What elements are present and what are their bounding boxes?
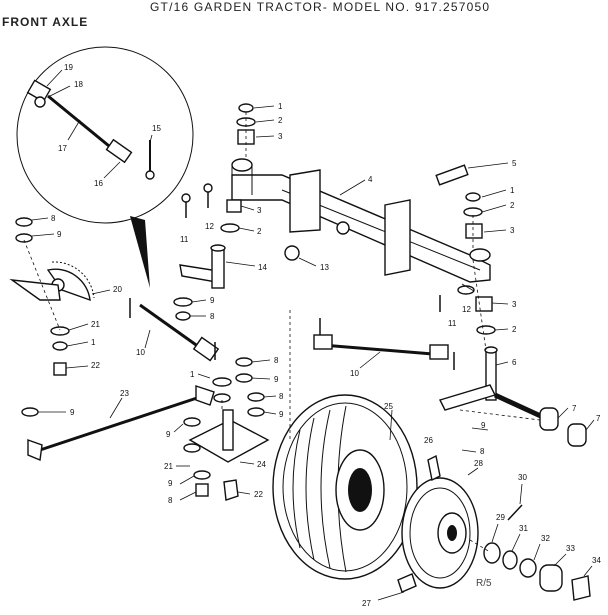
callout-label: 9 — [274, 375, 279, 384]
callout-label: 10 — [350, 369, 359, 378]
callout-label: 30 — [518, 473, 527, 482]
inset-pointer — [130, 216, 150, 288]
callout-label: 9 — [166, 430, 171, 439]
front-tire — [272, 394, 418, 580]
tie-rod-long — [21, 385, 215, 461]
callout-label: 23 — [120, 389, 129, 398]
wheel-rim — [397, 454, 479, 593]
zerk-fitting — [145, 170, 155, 180]
callout-label: 10 — [136, 348, 145, 357]
callout-label: 18 — [74, 80, 83, 89]
callout-label: 7 — [572, 404, 577, 413]
callout-label: 3 — [510, 226, 515, 235]
left-spindle — [179, 244, 226, 289]
bushing-7a — [539, 407, 559, 431]
callout-label: 3 — [257, 206, 262, 215]
callout-label: 1 — [278, 102, 283, 111]
rod-end — [105, 138, 133, 164]
callout-label: 22 — [254, 490, 263, 499]
steering-bracket — [183, 357, 270, 501]
callout-label: 9 — [481, 421, 486, 430]
callout-label: 2 — [512, 325, 517, 334]
callout-label: 12 — [462, 305, 471, 314]
callout-label: 17 — [58, 144, 67, 153]
spindle-hardware-top — [181, 103, 483, 261]
callout-label: 19 — [64, 63, 73, 72]
callout-label: 7 — [596, 414, 601, 423]
section-label: FRONT AXLE — [2, 15, 89, 29]
page-title: GT/16 GARDEN TRACTOR- MODEL NO. 917.2570… — [150, 0, 491, 14]
callout-label: 33 — [566, 544, 575, 553]
callout-label: 13 — [320, 263, 329, 272]
axle-beam — [231, 158, 491, 283]
callout-label: 8 — [51, 214, 56, 223]
callout-label: 11 — [180, 235, 189, 244]
callout-labels: 19 18 15 17 16 1 2 3 5 4 1 2 3 8 — [31, 63, 601, 608]
callout-label: 9 — [279, 410, 284, 419]
callout-label: 1 — [91, 338, 96, 347]
pivot-bolt — [435, 164, 469, 186]
callout-label: 12 — [205, 222, 214, 231]
callout-label: 2 — [510, 201, 515, 210]
callout-label: 3 — [278, 132, 283, 141]
drag-link-left — [129, 297, 220, 362]
callout-label: 28 — [474, 459, 483, 468]
callout-label: 3 — [512, 300, 517, 309]
callout-label: 21 — [164, 462, 173, 471]
right-spindle — [439, 285, 587, 447]
callout-label: 15 — [152, 124, 161, 133]
callout-label: 32 — [541, 534, 550, 543]
callout-label: 9 — [70, 408, 75, 417]
callout-label: 34 — [592, 556, 601, 565]
callout-label: 24 — [257, 460, 266, 469]
hub-parts — [483, 504, 591, 601]
callout-label: 8 — [274, 356, 279, 365]
callout-label: 20 — [113, 285, 122, 294]
callout-label: 22 — [91, 361, 100, 370]
callout-label: 8 — [480, 447, 485, 456]
sector-gear — [9, 217, 95, 376]
assembly-lines — [23, 112, 541, 553]
callout-label: 9 — [168, 479, 173, 488]
lock-nut — [34, 96, 46, 108]
callout-label: 9 — [210, 296, 215, 305]
callout-label: 5 — [512, 159, 517, 168]
callout-label: 21 — [91, 320, 100, 329]
callout-label: 2 — [278, 116, 283, 125]
detail-inset — [16, 46, 194, 288]
callout-label: 25 — [384, 402, 393, 411]
callout-label: 14 — [258, 263, 267, 272]
callout-label: 1 — [190, 370, 195, 379]
callout-label: 8 — [168, 496, 173, 505]
callout-label: 9 — [57, 230, 62, 239]
bushing-7b — [567, 423, 587, 447]
callout-label: 6 — [512, 358, 517, 367]
drawing-code: R/5 — [476, 578, 492, 589]
callout-label: 1 — [510, 186, 515, 195]
callout-label: 27 — [362, 599, 371, 608]
ball-joint-end — [26, 79, 52, 103]
callout-label: 8 — [279, 392, 284, 401]
callout-label: 29 — [496, 513, 505, 522]
callout-label: 8 — [210, 312, 215, 321]
callout-label: 16 — [94, 179, 103, 188]
callout-label: 31 — [519, 524, 528, 533]
callout-label: 2 — [257, 227, 262, 236]
tie-rod-right — [313, 318, 455, 370]
callout-label: 4 — [368, 175, 373, 184]
callout-label: 26 — [424, 436, 433, 445]
callout-label: 11 — [448, 319, 457, 328]
